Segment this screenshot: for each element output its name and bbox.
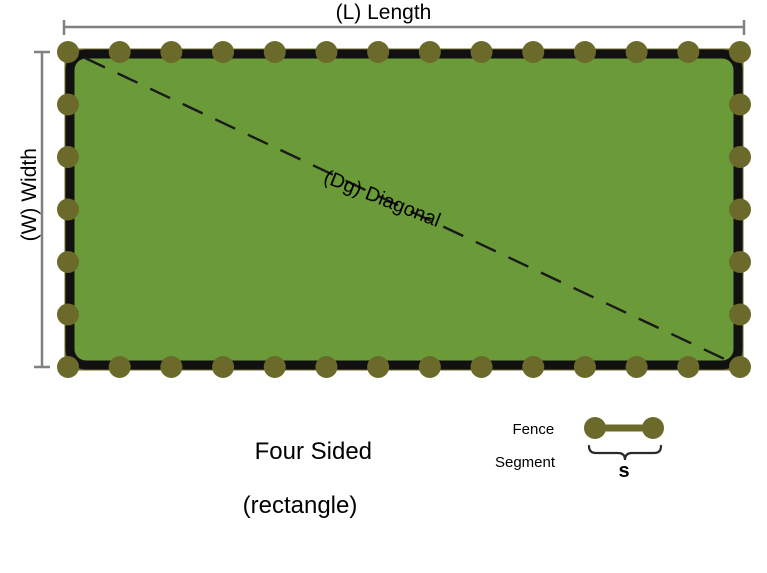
fence-post (418, 356, 441, 378)
fence-post (367, 356, 390, 378)
fence-post (315, 356, 338, 378)
fence-post (315, 41, 338, 63)
shape-name-line-2: (rectangle) (242, 491, 358, 519)
segment-brace (587, 444, 663, 461)
fence-post (522, 41, 545, 63)
fence-post (57, 41, 79, 63)
fence-post (729, 356, 751, 378)
legend-line-2: Segment (494, 454, 556, 472)
rectangle-field-diagram (34, 20, 751, 461)
width-label: (W) Width (18, 148, 42, 242)
fence-post (57, 303, 79, 326)
fence-post (367, 41, 390, 63)
shape-name-label: Four Sided (rectangle) (140, 412, 460, 573)
fence-post (212, 41, 235, 63)
fence-post (573, 41, 596, 63)
fence-post (57, 356, 79, 378)
fence-post (57, 251, 79, 273)
fence-post (57, 198, 79, 221)
fence-post (677, 356, 700, 378)
fence-post (108, 41, 131, 63)
fence-post (625, 41, 648, 63)
fence-post (729, 41, 751, 63)
legend-line-1: Fence (512, 420, 555, 438)
shape-name-line-1: Four Sided (254, 437, 373, 465)
diagonal-line (84, 56, 734, 365)
fence-post (263, 356, 286, 378)
fence-post (160, 41, 183, 63)
fence-post (263, 41, 286, 63)
fence-segment-legend-label: Fence Segment (470, 405, 580, 506)
fence-post (470, 356, 493, 378)
fence-post (729, 198, 751, 221)
fence-post (729, 146, 751, 168)
fence-segment-sample (584, 417, 664, 439)
fence-post (522, 356, 545, 378)
fence-post (57, 93, 79, 116)
fence-post (57, 146, 79, 168)
fence-post (470, 41, 493, 63)
fence-post (573, 356, 596, 378)
length-label: (L) Length (335, 1, 432, 24)
fence-post (108, 356, 131, 378)
fence-post (729, 303, 751, 326)
width-dimension-line (34, 50, 50, 369)
fence-post (677, 41, 700, 63)
segment-symbol-label: s (618, 460, 630, 482)
fence-post (418, 41, 441, 63)
length-dimension-line (62, 20, 746, 35)
fence-post (625, 356, 648, 378)
fence-post (212, 356, 235, 378)
fence-post (729, 251, 751, 273)
fence-posts (57, 41, 751, 378)
fence-post (729, 93, 751, 116)
fence-post (160, 356, 183, 378)
diagram-canvas: (L) Length (W) Width (Dg) Diagonal Four … (18, 1, 751, 519)
